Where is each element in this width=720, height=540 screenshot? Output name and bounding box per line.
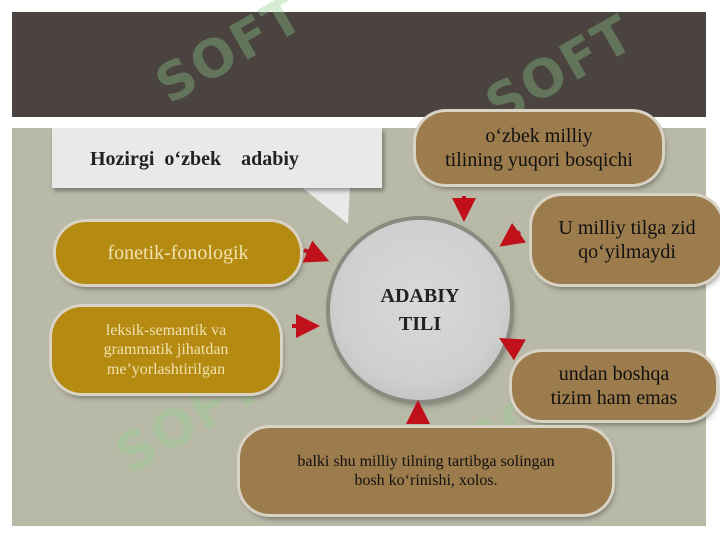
center-node-label: ADABIY TILI <box>380 285 460 335</box>
node-balki: balki shu milliy tilning tartibga soling… <box>240 428 612 514</box>
node-zid-emas: U milliy tilga zid qo‘yilmaydi <box>532 196 720 284</box>
node-yuqori-bosqich-label: o‘zbek milliy tilining yuqori bosqichi <box>445 125 633 171</box>
title-bar <box>12 12 706 117</box>
node-leksik-label: leksik-semantik va grammatik jihatdan me… <box>103 322 229 378</box>
node-yuqori-bosqich: o‘zbek milliy tilining yuqori bosqichi <box>416 112 662 184</box>
callout-box <box>52 128 382 188</box>
arrow-boshqa <box>499 338 526 361</box>
node-balki-label: balki shu milliy tilning tartibga soling… <box>297 452 555 489</box>
node-boshqa-tizim: undan boshqa tizim ham emas <box>512 352 716 420</box>
node-fonetik: fonetik-fonologik <box>56 222 300 284</box>
node-fonetik-label: fonetik-fonologik <box>107 242 249 264</box>
node-boshqa-tizim-label: undan boshqa tizim ham emas <box>550 363 678 409</box>
node-zid-emas-label: U milliy tilga zid qo‘yilmaydi <box>558 217 696 263</box>
callout-text: Hozirgi o‘zbek adabiy <box>90 148 299 170</box>
arrow-zid <box>499 222 526 247</box>
node-leksik: leksik-semantik va grammatik jihatdan me… <box>52 307 280 393</box>
center-node: ADABIY TILI <box>330 220 510 400</box>
arrow-fonetik <box>302 240 330 263</box>
